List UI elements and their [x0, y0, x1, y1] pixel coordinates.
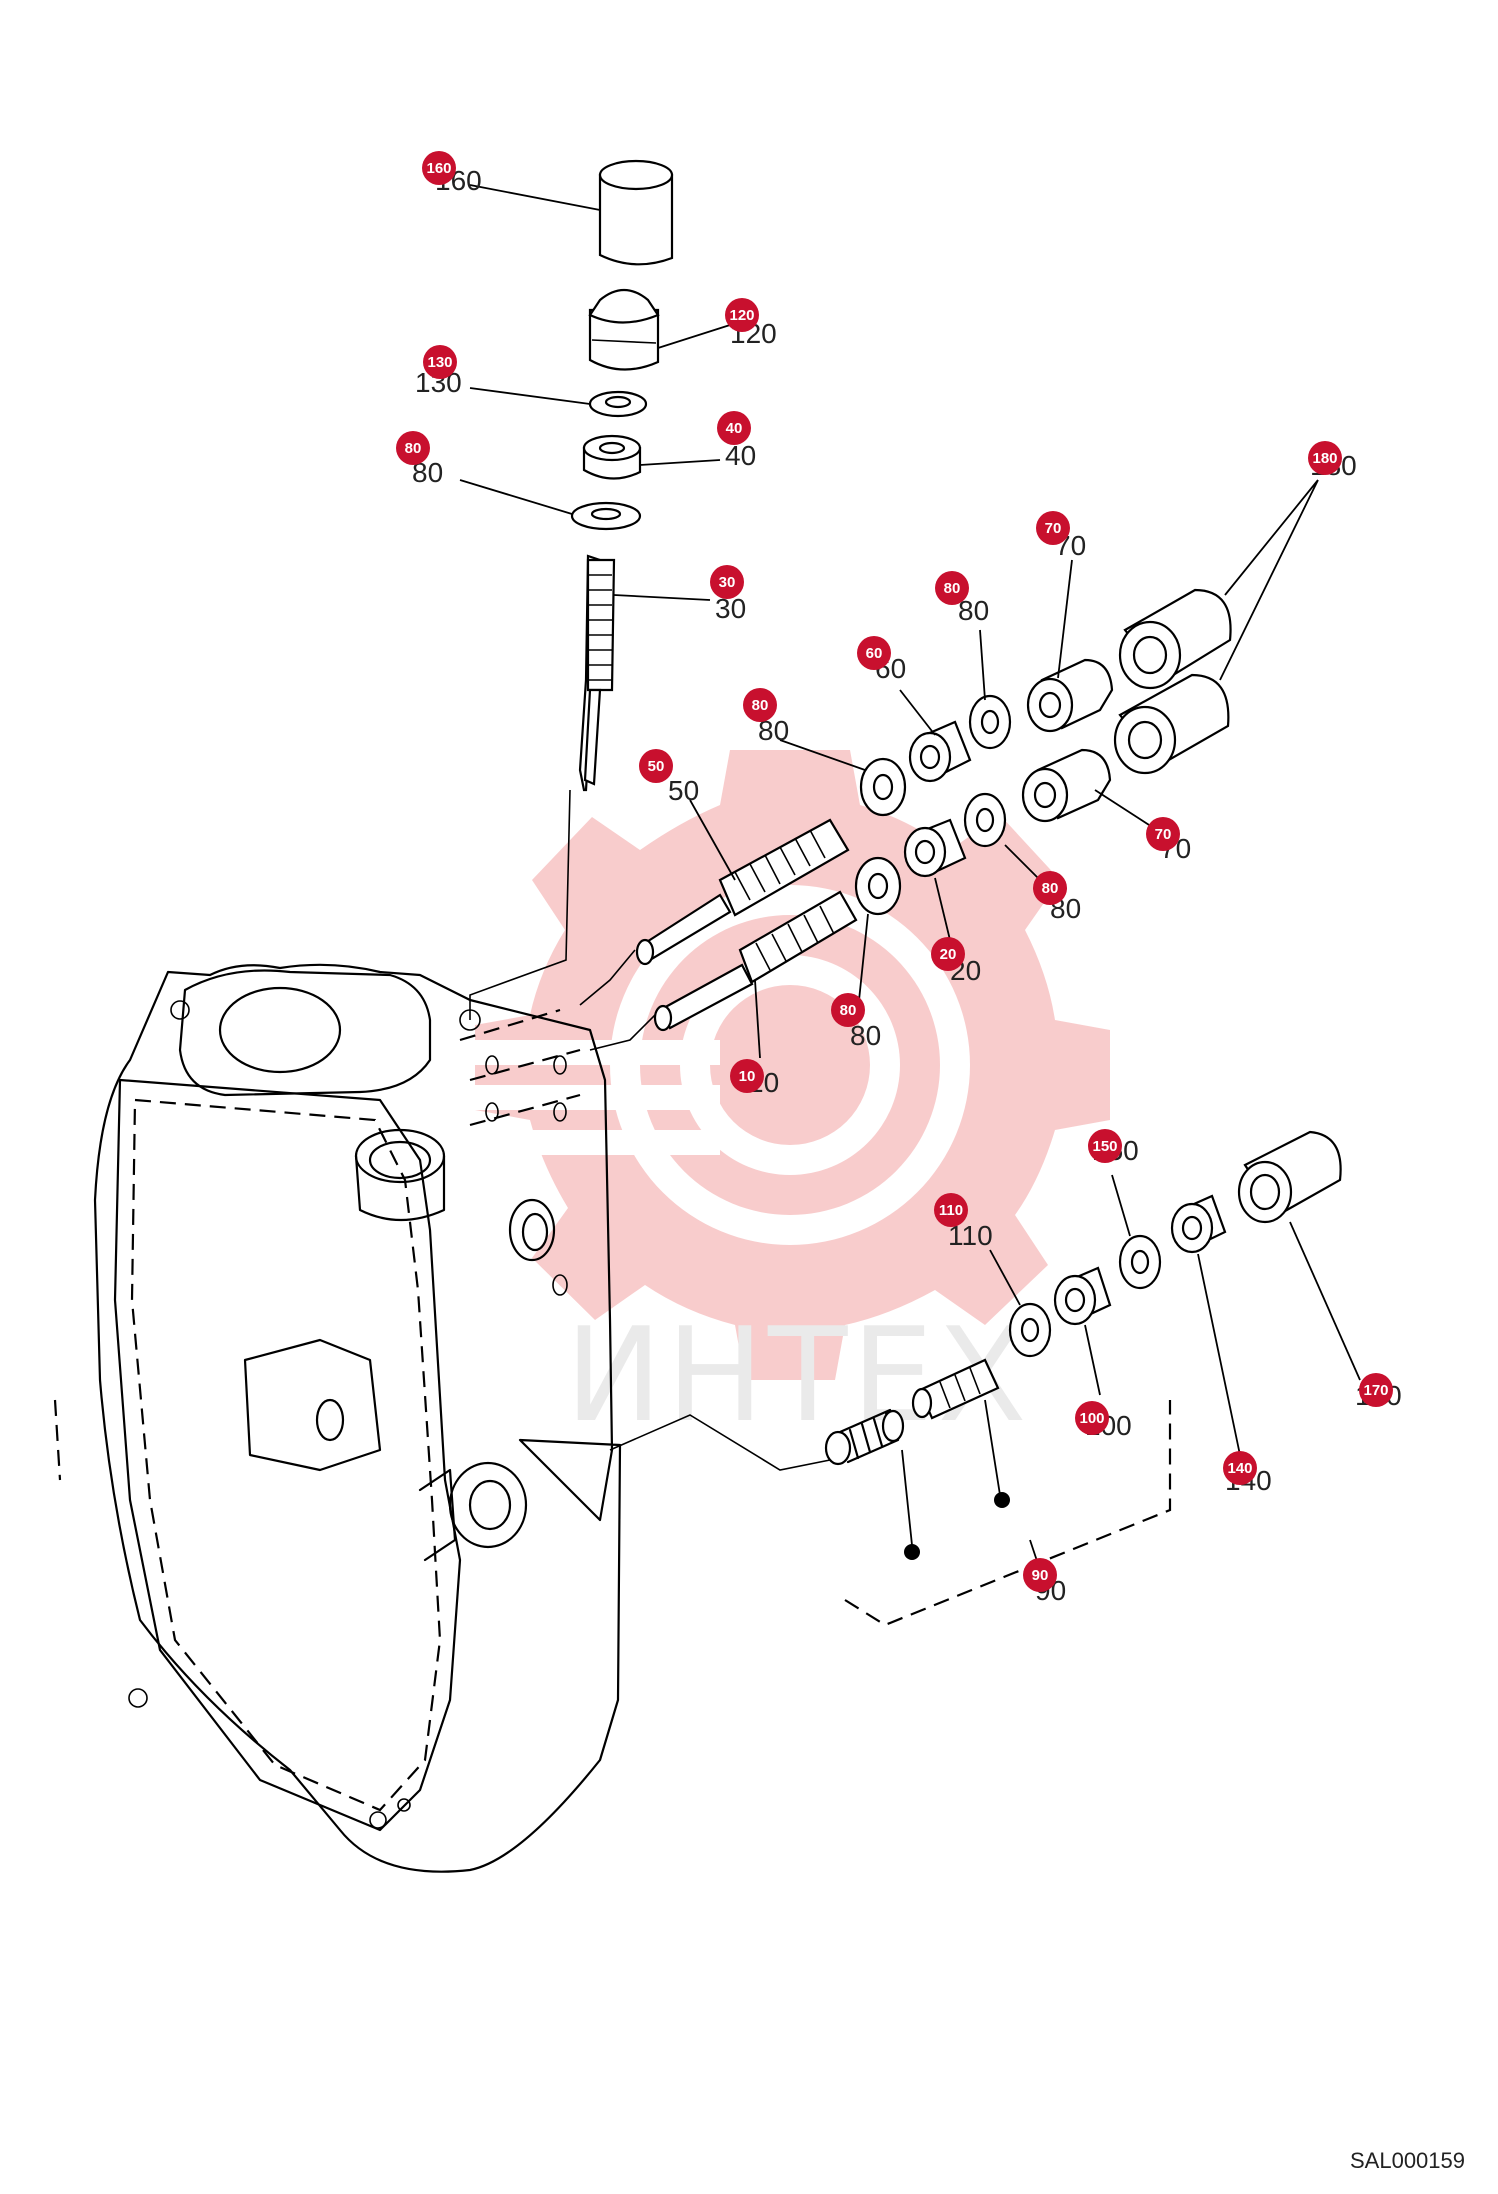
callout-50[interactable]: 50 — [639, 749, 673, 783]
callout-130[interactable]: 130 — [423, 345, 457, 379]
callout-80-d[interactable]: 80 — [1033, 871, 1067, 905]
part-80-washer-middle-1 — [854, 856, 902, 916]
svg-text:10: 10 — [739, 1068, 756, 1085]
part-120-cap-nut — [588, 288, 660, 371]
assembly-path-lines — [469, 789, 831, 1471]
part-60-nut — [908, 720, 972, 783]
part-30-threaded-rod — [578, 554, 616, 792]
svg-text:140: 140 — [1227, 1460, 1252, 1477]
callout-140[interactable]: 140 — [1223, 1451, 1257, 1485]
svg-text:170: 170 — [1363, 1382, 1388, 1399]
part-80-washer — [570, 501, 642, 531]
svg-text:120: 120 — [729, 307, 754, 324]
watermark: ИНТЕХ — [460, 750, 1110, 1451]
callout-30[interactable]: 30 — [710, 565, 744, 599]
watermark-text: ИНТЕХ — [565, 1299, 1031, 1451]
callout-80-a[interactable]: 80 — [396, 431, 430, 465]
part-110-washer — [1008, 1302, 1052, 1358]
part-160-cap — [598, 159, 674, 266]
callout-40[interactable]: 40 — [717, 411, 751, 445]
kit-marker-dot-2 — [994, 1492, 1010, 1508]
callout-80-b[interactable]: 80 — [935, 571, 969, 605]
leader-lines — [459, 184, 1361, 1571]
svg-text:90: 90 — [1032, 1567, 1049, 1584]
part-40-nut — [582, 434, 642, 480]
pump-housing — [53, 963, 622, 1873]
part-130-washer — [588, 390, 648, 418]
callout-70-a[interactable]: 70 — [1036, 511, 1070, 545]
callout-120[interactable]: 120 — [725, 298, 759, 332]
part-90-spring-seat — [911, 1358, 1000, 1420]
part-150-washer — [1118, 1234, 1162, 1290]
vertical-adjuster-stack — [570, 159, 674, 792]
part-70-sleeve-upper — [1026, 658, 1114, 733]
svg-text:80: 80 — [1042, 880, 1059, 897]
callout-100[interactable]: 100 — [1075, 1401, 1109, 1435]
part-50-threaded-rod — [635, 818, 850, 966]
svg-text:20: 20 — [940, 946, 957, 963]
lower-horizontal-assembly — [824, 1130, 1342, 1627]
watermark-gear-icon — [460, 750, 1110, 1380]
label-40: 40 — [725, 440, 756, 471]
middle-horizontal-adjuster — [653, 673, 1230, 1032]
callout-90[interactable]: 90 — [1023, 1558, 1057, 1592]
svg-text:40: 40 — [726, 420, 743, 437]
callout-160[interactable]: 160 — [422, 151, 456, 185]
callout-70-b[interactable]: 70 — [1146, 817, 1180, 851]
callout-150[interactable]: 150 — [1088, 1129, 1122, 1163]
upper-horizontal-adjuster — [635, 588, 1232, 966]
part-20-nut — [903, 818, 967, 878]
svg-text:60: 60 — [866, 645, 883, 662]
svg-text:100: 100 — [1079, 1410, 1104, 1427]
kit-marker-dot-1 — [904, 1544, 920, 1560]
svg-text:110: 110 — [939, 1202, 963, 1219]
part-80-washer-upper-2 — [968, 694, 1012, 750]
callout-170[interactable]: 170 — [1359, 1373, 1393, 1407]
part-80-washer-upper-1 — [859, 757, 907, 817]
label-50: 50 — [668, 775, 699, 806]
svg-text:70: 70 — [1155, 826, 1172, 843]
part-140-nut — [1170, 1194, 1227, 1254]
callout-110[interactable]: 110 — [934, 1193, 968, 1227]
callout-80-e[interactable]: 80 — [831, 993, 865, 1027]
callout-60[interactable]: 60 — [857, 636, 891, 670]
svg-text:150: 150 — [1092, 1138, 1117, 1155]
svg-text:180: 180 — [1312, 450, 1337, 467]
svg-text:50: 50 — [648, 758, 665, 775]
callout-80-c[interactable]: 80 — [743, 688, 777, 722]
part-70-sleeve-middle — [1021, 748, 1112, 823]
drawing-code: SAL000159 — [1350, 2148, 1465, 2173]
svg-text:160: 160 — [426, 160, 451, 177]
part-180-cap-upper — [1118, 588, 1232, 690]
svg-text:30: 30 — [719, 574, 736, 591]
part-90-spring — [824, 1408, 905, 1466]
part-10-threaded-rod — [653, 890, 858, 1032]
callout-20[interactable]: 20 — [931, 937, 965, 971]
part-80-washer-middle-2 — [963, 792, 1007, 848]
svg-text:80: 80 — [840, 1002, 857, 1019]
part-100-nut — [1053, 1266, 1112, 1326]
part-170-cap — [1237, 1130, 1342, 1224]
svg-text:130: 130 — [427, 354, 452, 371]
callout-10[interactable]: 10 — [730, 1059, 764, 1093]
svg-text:80: 80 — [752, 697, 769, 714]
callout-180[interactable]: 180 — [1308, 441, 1342, 475]
part-180-cap-middle — [1113, 673, 1230, 775]
svg-text:80: 80 — [405, 440, 422, 457]
callout-badges: 160 120 130 40 80 30 180 70 80 60 80 50 … — [396, 151, 1393, 1592]
svg-text:70: 70 — [1045, 520, 1062, 537]
svg-text:80: 80 — [944, 580, 961, 597]
